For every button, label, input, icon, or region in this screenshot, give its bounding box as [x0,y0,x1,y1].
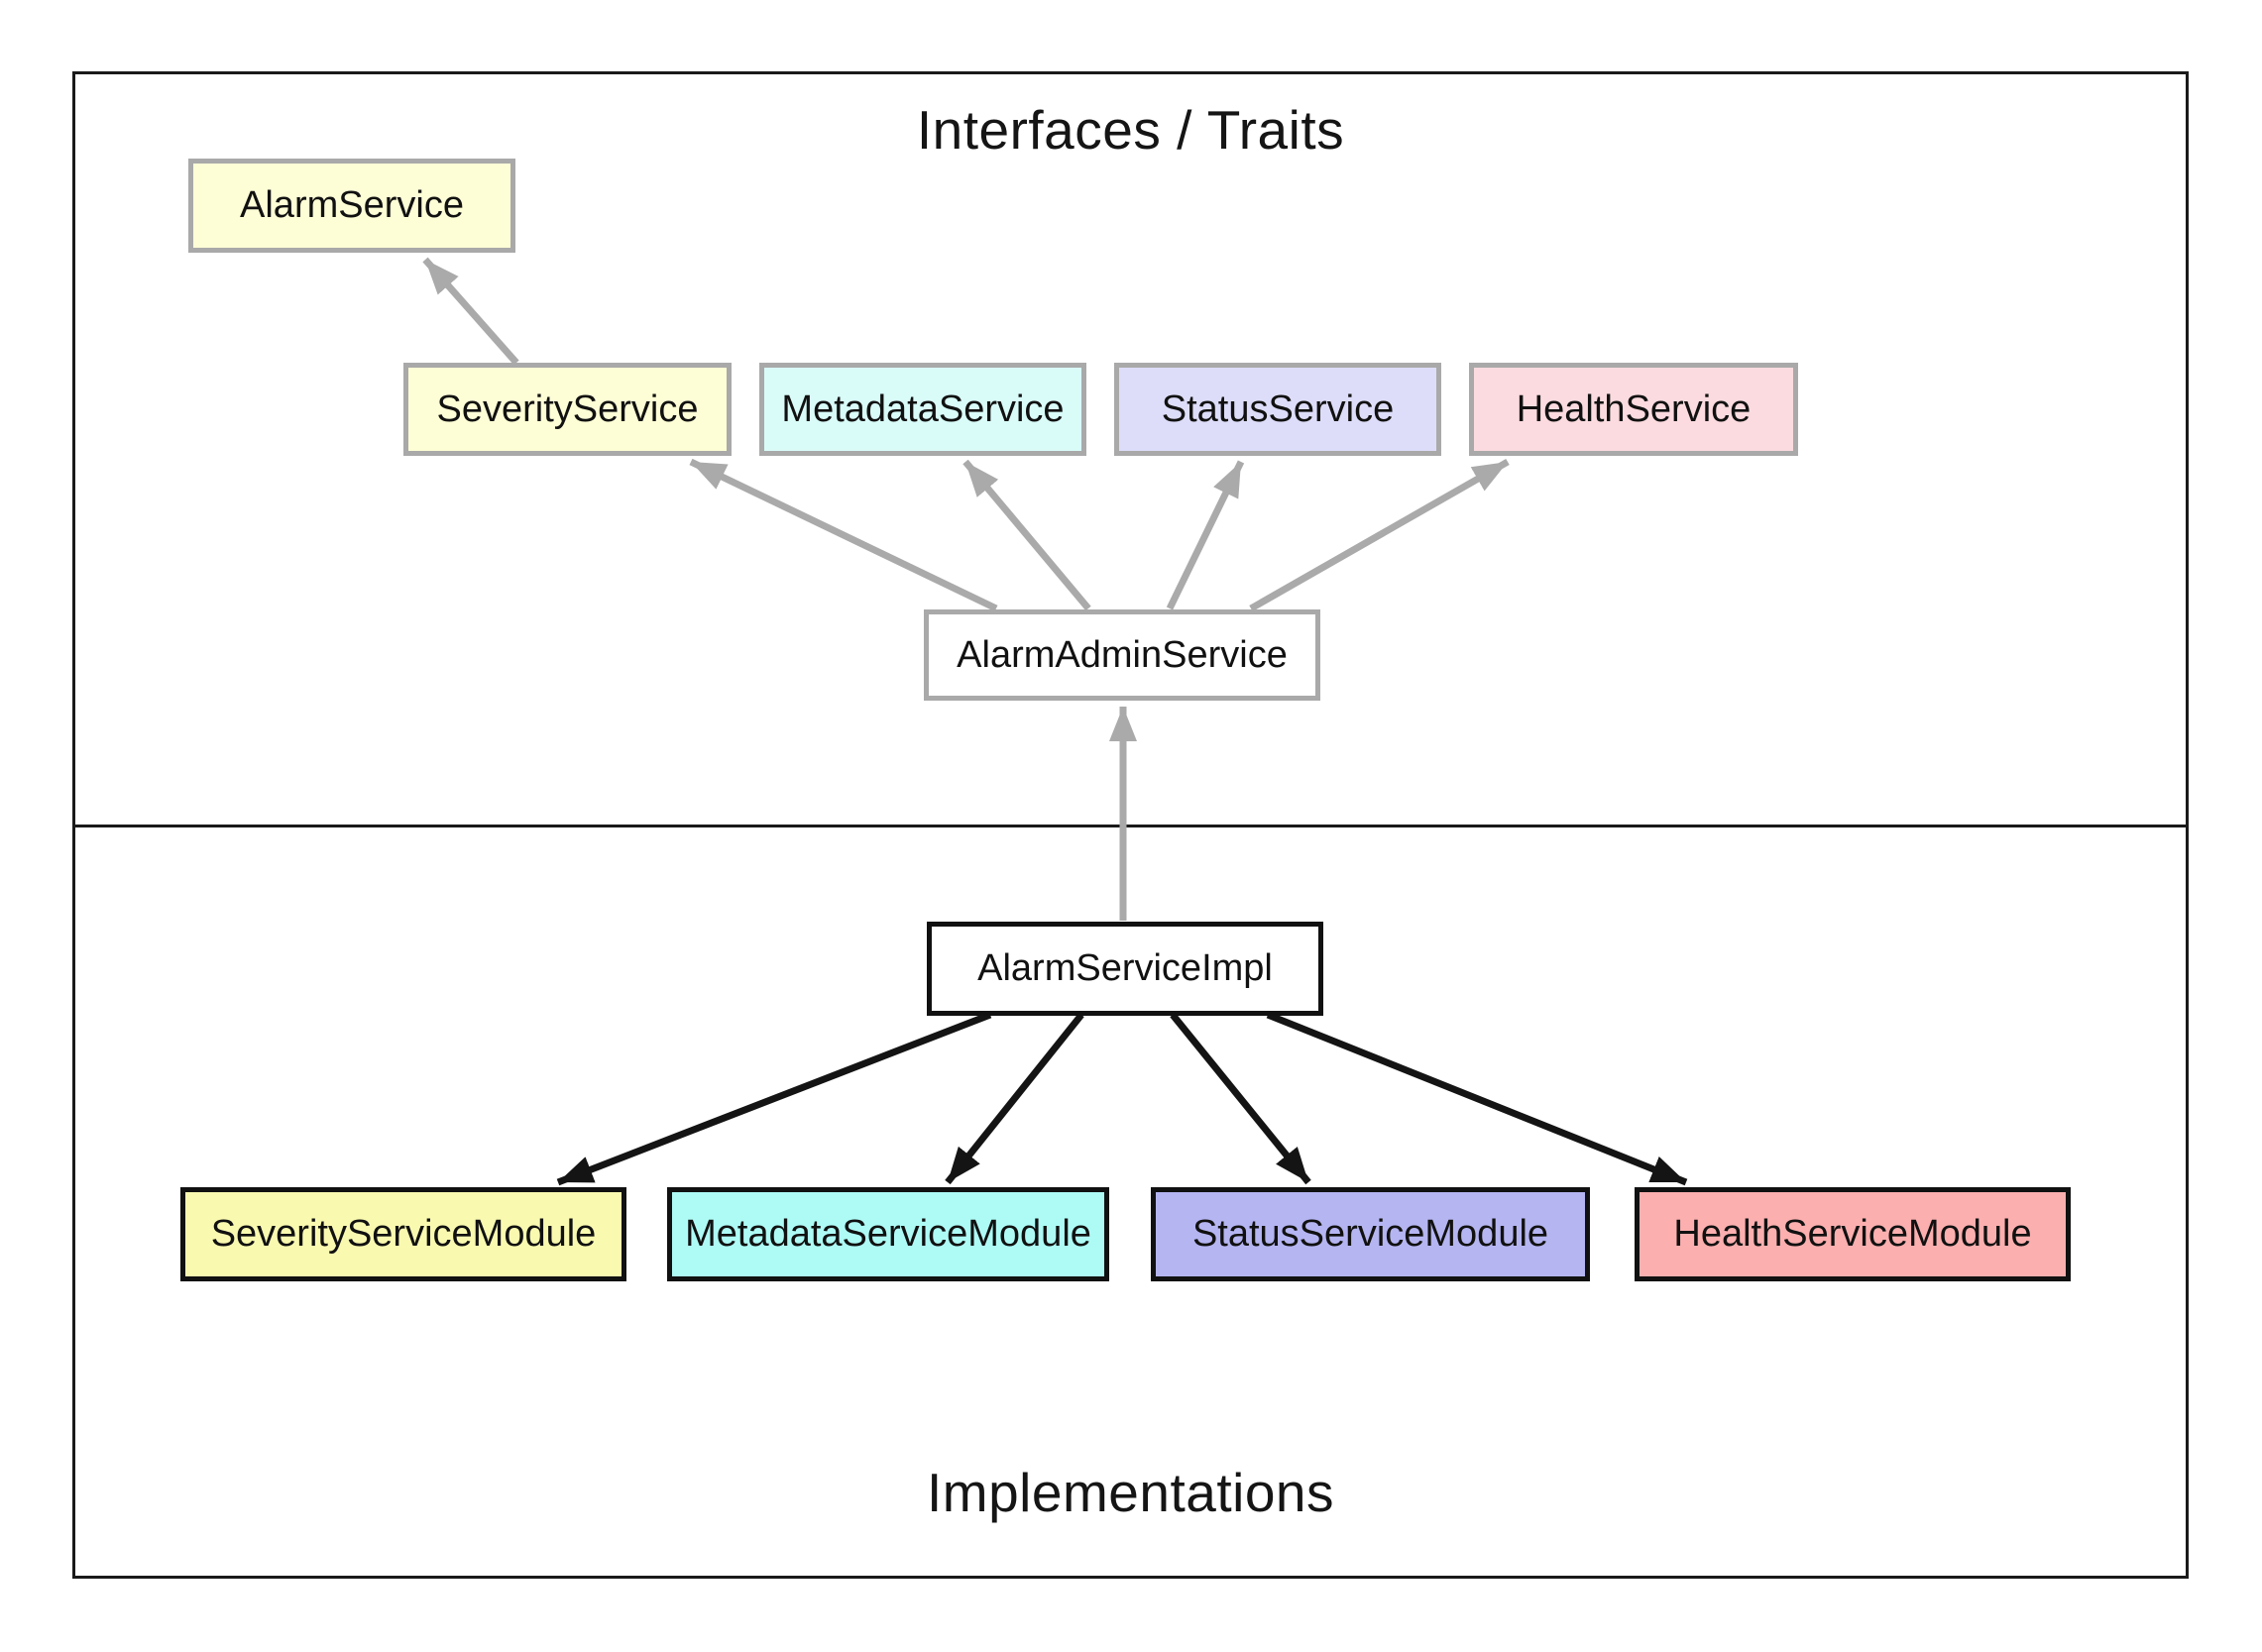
node-alarmadminservice: AlarmAdminService [924,609,1320,701]
node-metadataservicemodule-label: MetadataServiceModule [685,1213,1091,1255]
node-statusservicemodule: StatusServiceModule [1151,1187,1590,1281]
node-healthservice-label: HealthService [1516,387,1752,430]
node-statusservicemodule-label: StatusServiceModule [1191,1213,1549,1255]
node-severityservicemodule: SeverityServiceModule [180,1187,626,1281]
diagram-outer-frame [72,71,2189,1579]
node-alarmserviceimpl: AlarmServiceImpl [927,922,1323,1016]
node-metadataservice: MetadataService [759,363,1086,456]
node-severityservice-label: SeverityService [436,387,699,430]
node-alarmservice-label: AlarmService [240,184,464,226]
node-healthservicemodule-label: HealthServiceModule [1673,1213,2032,1255]
node-metadataservicemodule: MetadataServiceModule [667,1187,1109,1281]
node-alarmservice: AlarmService [188,159,515,253]
interfaces-section-title: Interfaces / Traits [916,99,1345,161]
node-alarmserviceimpl-label: AlarmServiceImpl [977,947,1273,989]
node-statusservice-label: StatusService [1161,387,1395,430]
node-metadataservice-label: MetadataService [781,387,1065,430]
implementations-section-title: Implementations [926,1462,1335,1523]
section-divider-line [74,825,2187,827]
node-statusservice: StatusService [1114,363,1441,456]
node-severityservicemodule-label: SeverityServiceModule [210,1213,597,1255]
node-severityservice: SeverityService [403,363,732,456]
node-alarmadminservice-label: AlarmAdminService [957,633,1288,676]
node-healthservice: HealthService [1469,363,1798,456]
node-healthservicemodule: HealthServiceModule [1635,1187,2071,1281]
